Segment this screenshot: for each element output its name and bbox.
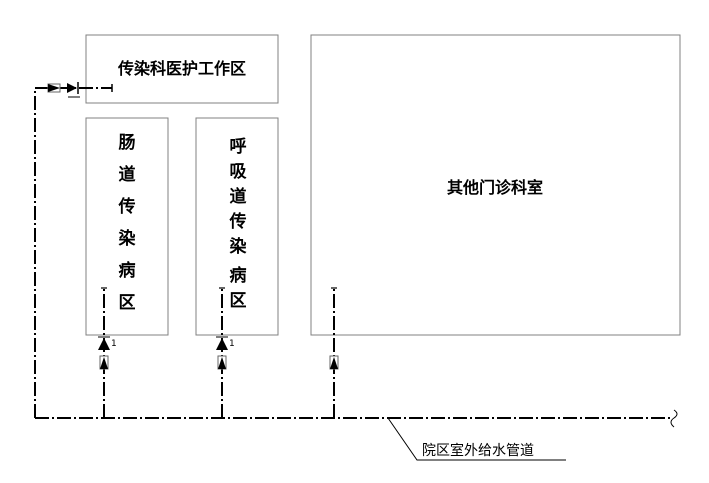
room-other-clinics-label: 其他门诊科室 bbox=[447, 178, 543, 197]
room-staff-area bbox=[85, 34, 279, 104]
vertical-char: 肠 bbox=[119, 133, 136, 153]
room-respiratory-area-label: 呼 吸 道 传 染 病 区 bbox=[229, 137, 248, 311]
vertical-char: 道 bbox=[119, 164, 136, 185]
room-other-clinics bbox=[310, 34, 681, 336]
vertical-char: 呼 bbox=[230, 137, 247, 157]
vertical-char: 病 bbox=[119, 260, 136, 281]
meter-icon bbox=[329, 355, 339, 370]
room-staff-area-label: 传染科医护工作区 bbox=[117, 59, 246, 78]
vertical-char: 道 bbox=[230, 186, 247, 207]
label-leader-line bbox=[387, 417, 566, 461]
vertical-char: 染 bbox=[230, 236, 247, 257]
valve-tag: 1 bbox=[111, 339, 117, 349]
meter-icon bbox=[99, 355, 109, 370]
room-intestinal-area-label: 肠 道 传 染 病 区 bbox=[118, 133, 136, 313]
vertical-char: 吸 bbox=[230, 162, 248, 182]
vertical-char: 区 bbox=[230, 291, 247, 311]
vertical-char: 染 bbox=[119, 228, 136, 249]
meter-icon bbox=[47, 83, 61, 93]
pipe-break-icon bbox=[670, 409, 678, 428]
vertical-char: 病 bbox=[230, 265, 247, 286]
branch-pipe-staff bbox=[34, 87, 112, 418]
room-respiratory-area bbox=[195, 117, 279, 336]
meter-icon bbox=[217, 355, 227, 370]
room-intestinal-area bbox=[85, 117, 169, 336]
pipe-label: 院区室外给水管道 bbox=[422, 442, 534, 459]
valve-tag: 1 bbox=[229, 339, 235, 349]
vertical-char: 区 bbox=[119, 293, 136, 313]
check-valve-icon bbox=[67, 82, 80, 98]
vertical-char: 传 bbox=[118, 196, 136, 217]
check-valve-icon: 1 bbox=[216, 336, 235, 350]
vertical-char: 传 bbox=[229, 211, 247, 232]
check-valve-icon: 1 bbox=[98, 336, 117, 350]
